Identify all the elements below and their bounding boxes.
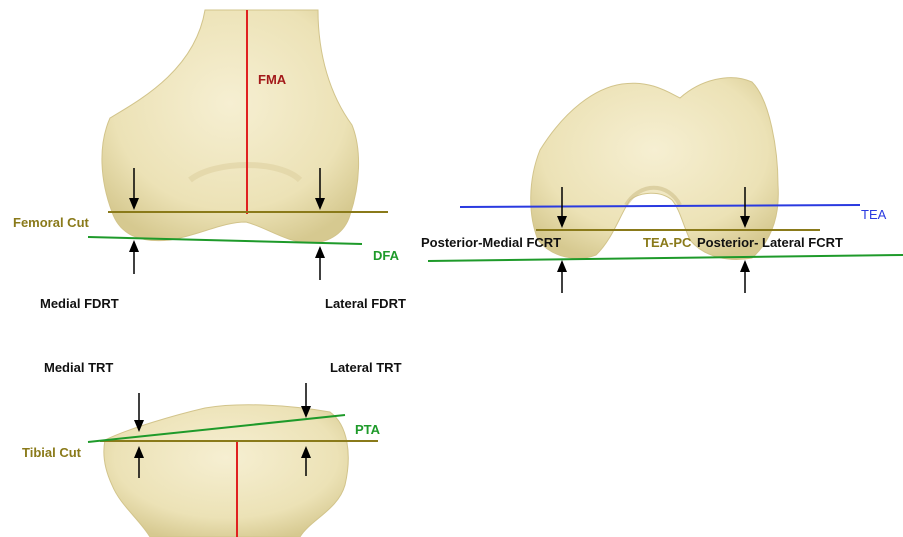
medial-fdrt-arrowhead-up — [129, 240, 139, 252]
femoral-cut-label: Femoral Cut — [13, 215, 89, 230]
dfa-label: DFA — [373, 248, 399, 263]
lateral-fdrt-label: Lateral FDRT — [325, 296, 406, 311]
pm-fcrt-arrowhead-up — [557, 260, 567, 272]
posterior-medial-fcrt-label: Posterior-Medial FCRT — [421, 235, 561, 250]
pl-fcrt-arrowhead-up — [740, 260, 750, 272]
posterior-condylar-line — [428, 255, 903, 261]
lateral-fdrt-arrowhead-up — [315, 246, 325, 258]
posterior-lateral-fcrt-label: Posterior- Lateral FCRT — [697, 235, 843, 250]
tibial-cut-label: Tibial Cut — [22, 445, 81, 460]
medial-fdrt-label: Medial FDRT — [40, 296, 119, 311]
lateral-trt-label: Lateral TRT — [330, 360, 402, 375]
tibia-panel — [88, 383, 378, 537]
femur-axial-panel — [428, 78, 903, 293]
medial-trt-label: Medial TRT — [44, 360, 113, 375]
pta-label: PTA — [355, 422, 380, 437]
femur-axial-bone — [531, 78, 779, 260]
femur-coronal-panel — [88, 10, 388, 280]
fma-label: FMA — [258, 72, 286, 87]
tea-label: TEA — [861, 207, 886, 222]
tea-line — [460, 205, 860, 207]
tea-pc-label: TEA-PC — [643, 235, 691, 250]
